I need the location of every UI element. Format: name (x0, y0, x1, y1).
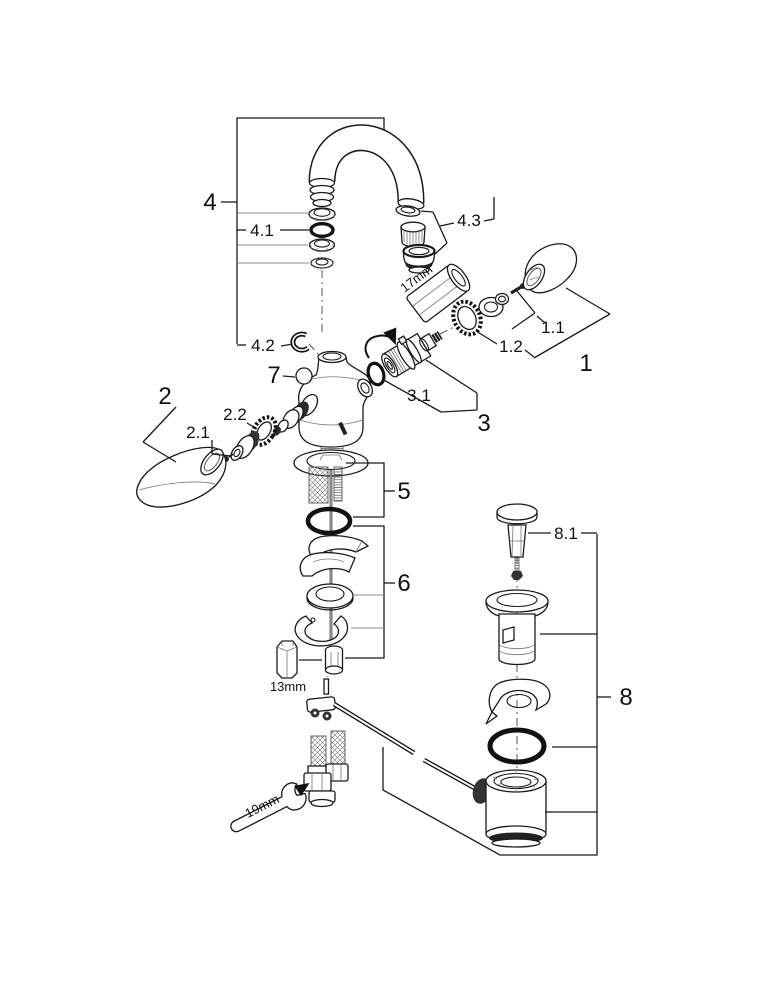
o-ring-4-1 (309, 221, 335, 238)
label-4: 4 (203, 189, 216, 216)
pivot-assembly (306, 696, 337, 721)
cartridge (381, 331, 443, 378)
label-1-2: 1.2 (499, 337, 523, 356)
pop-up-plug (496, 503, 538, 580)
bearing-washer-left (230, 431, 260, 461)
spout-seal-stack (308, 207, 336, 269)
horizontal-rod (332, 702, 489, 798)
spout (308, 124, 425, 210)
label-7: 7 (267, 362, 280, 389)
o-ring-8 (487, 727, 547, 765)
label-13mm: 13mm (270, 679, 306, 694)
label-6: 6 (397, 570, 410, 597)
rotation-arrow (364, 327, 397, 359)
handle-dome-right (522, 243, 578, 294)
drain-body (472, 769, 547, 848)
half-moon-clamp (294, 615, 349, 647)
body-knob-7 (295, 367, 313, 385)
label-8: 8 (619, 684, 632, 711)
rod-pin (323, 678, 330, 695)
c-clip (290, 331, 310, 353)
label-4-2: 4.2 (251, 336, 275, 355)
centerline-cartridge (439, 325, 457, 335)
label-1-1: 1.1 (541, 318, 565, 337)
lock-ring-right (451, 299, 483, 337)
open-wrench-19-icon (230, 782, 310, 833)
hex-socket-17-icon (406, 263, 471, 323)
label-4-1: 4.1 (250, 221, 274, 240)
hex-socket-13-icon (276, 640, 322, 679)
o-ring-5 (305, 506, 353, 536)
o-ring-3-1 (366, 361, 386, 387)
clamp-set (294, 534, 370, 695)
group6-bracket (345, 525, 395, 659)
drain-half-moon-gasket (485, 678, 551, 725)
label-8-1: 8.1 (554, 524, 578, 543)
drain-flange (485, 589, 549, 666)
label-3-1: 3.1 (407, 386, 431, 405)
label-1: 1 (579, 350, 592, 377)
group3-bracket (381, 359, 478, 413)
faucet-body (273, 350, 374, 461)
group1-bracket (475, 287, 611, 359)
group4-bracket (221, 117, 385, 347)
label-5: 5 (397, 478, 410, 505)
label-2: 2 (158, 383, 171, 410)
supply-hoses (303, 730, 349, 808)
label7-leader (282, 375, 296, 378)
bearing-washer-right (478, 292, 510, 318)
label-3: 3 (477, 410, 490, 437)
aerator-assembly (395, 205, 436, 274)
centerline-clip (308, 343, 332, 369)
label-2-2: 2.2 (223, 405, 247, 424)
group8-bracket (382, 532, 611, 856)
rod-nut (324, 665, 344, 675)
wrench-arrow (294, 783, 310, 797)
handle-dome-left (136, 446, 227, 508)
group2-bracket (142, 406, 258, 463)
label-4-3: 4.3 (457, 211, 481, 230)
label-2-1: 2.1 (186, 423, 210, 442)
group4-3-bracket (420, 197, 495, 255)
group5-bracket (346, 462, 395, 518)
